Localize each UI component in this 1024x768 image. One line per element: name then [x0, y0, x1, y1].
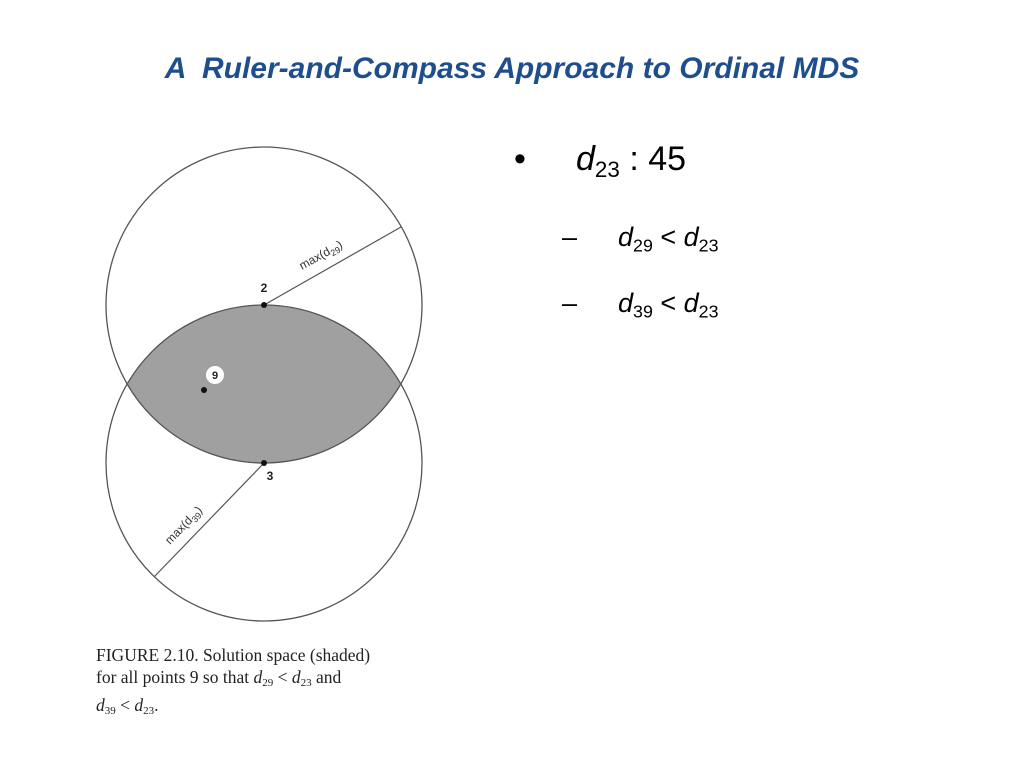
sub-bullet-d29-text: d29 < d23	[618, 222, 719, 256]
point-3	[261, 460, 267, 466]
point-9-label-bg	[206, 366, 224, 384]
slide-title: A Ruler-and-Compass Approach to Ordinal …	[164, 52, 860, 85]
caption-line-1: FIGURE 2.10. Solution space (shaded)	[96, 645, 371, 665]
caption-line-2: for all points 9 so that d29 < d23 and	[96, 667, 342, 689]
point-2-label: 2	[261, 281, 268, 295]
dash-marker: –	[562, 222, 578, 252]
radius-line-d29	[263, 226, 402, 306]
max-d39-label: max(d39)	[162, 503, 206, 548]
figure: 2 3 9 max(d29) max(d39)	[90, 140, 450, 720]
radius-line-d39	[153, 462, 265, 578]
bullet-d23-text: d23 : 45	[576, 140, 687, 183]
bullet-marker: •	[514, 140, 526, 178]
sub-bullet-d39-text: d39 < d23	[618, 288, 719, 322]
point-9-label: 9	[212, 370, 218, 382]
caption-line-3: d39 < d23.	[96, 695, 159, 717]
point-9	[201, 387, 207, 393]
figure-caption: FIGURE 2.10. Solution space (shaded) for…	[96, 644, 446, 722]
max-d29-label: max(d29)	[297, 237, 346, 274]
dash-marker: –	[562, 288, 578, 318]
point-3-label: 3	[267, 469, 274, 483]
shaded-solution-region	[106, 305, 422, 463]
point-2	[261, 302, 267, 308]
solution-space-diagram: 2 3 9 max(d29) max(d39)	[105, 146, 423, 622]
